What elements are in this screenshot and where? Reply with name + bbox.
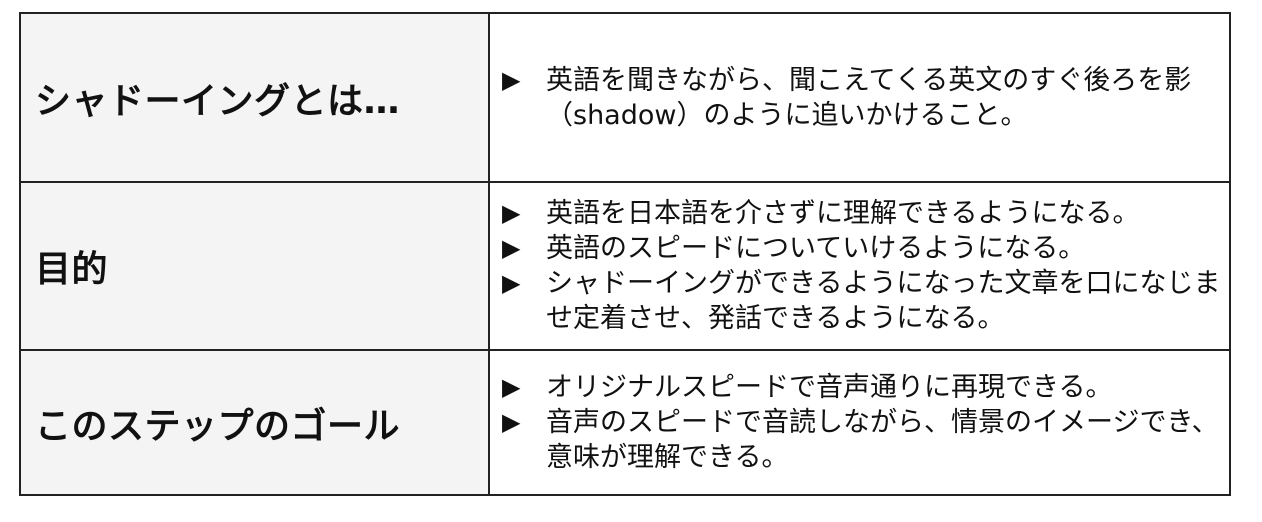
row-label-cell: シャドーイングとは… <box>21 14 490 183</box>
list-item-text: シャドーイングができるようになった文章を口になじませ定着させ、発話できるようにな… <box>546 268 1221 334</box>
row-content-cell: ▶ 英語を聞きながら、聞こえてくる英文のすぐ後ろを影（shadow）のように追い… <box>490 14 1229 183</box>
bullet-triangle-icon: ▶ <box>502 408 521 436</box>
row-content-cell: ▶ オリジナルスピードで音声通りに再現できる。 ▶ 音声のスピードで音読しながら… <box>490 351 1229 494</box>
bullet-triangle-icon: ▶ <box>502 234 521 262</box>
row-label-purpose: 目的 <box>35 249 109 290</box>
bullet-triangle-icon: ▶ <box>502 373 521 401</box>
row-label-cell: このステップのゴール <box>21 351 490 494</box>
list-item-text: 英語を聞きながら、聞こえてくる英文のすぐ後ろを影（shadow）のように追いかけ… <box>546 64 1192 131</box>
row-content-cell: ▶ 英語を日本語を介さずに理解できるようになる。 ▶ 英語のスピードについていけ… <box>490 183 1229 351</box>
list-item-text: 英語を日本語を介さずに理解できるようになる。 <box>546 198 1140 229</box>
list-item-text: 英語のスピードについていけるようになる。 <box>546 233 1086 264</box>
row-label-cell: 目的 <box>21 183 490 351</box>
row-label-goal: このステップのゴール <box>35 405 401 447</box>
bullet-triangle-icon: ▶ <box>502 269 521 297</box>
list-item: ▶ 英語を日本語を介さずに理解できるようになる。 <box>502 196 1221 231</box>
list-item-text: オリジナルスピードで音声通りに再現できる。 <box>546 372 1113 403</box>
list-item: ▶ 英語のスピードについていけるようになる。 <box>502 231 1221 266</box>
list-item: ▶ シャドーイングができるようになった文章を口になじませ定着させ、発話できるよう… <box>502 266 1221 336</box>
list-item-text: 音声のスピードで音読しながら、情景のイメージでき、意味が理解できる。 <box>546 407 1219 473</box>
row-label-shadowing: シャドーイングとは… <box>35 80 401 122</box>
list-item: ▶ オリジナルスピードで音声通りに再現できる。 <box>502 370 1221 405</box>
bullet-triangle-icon: ▶ <box>502 65 521 94</box>
bullet-triangle-icon: ▶ <box>502 199 521 227</box>
bullet-list: ▶ オリジナルスピードで音声通りに再現できる。 ▶ 音声のスピードで音読しながら… <box>502 370 1221 475</box>
info-table: シャドーイングとは… ▶ 英語を聞きながら、聞こえてくる英文のすぐ後ろを影（sh… <box>19 12 1231 496</box>
bullet-list: ▶ 英語を日本語を介さずに理解できるようになる。 ▶ 英語のスピードについていけ… <box>502 196 1221 336</box>
bullet-list: ▶ 英語を聞きながら、聞こえてくる英文のすぐ後ろを影（shadow）のように追い… <box>502 63 1221 133</box>
list-item: ▶ 英語を聞きながら、聞こえてくる英文のすぐ後ろを影（shadow）のように追い… <box>502 63 1221 133</box>
list-item: ▶ 音声のスピードで音読しながら、情景のイメージでき、意味が理解できる。 <box>502 405 1221 475</box>
